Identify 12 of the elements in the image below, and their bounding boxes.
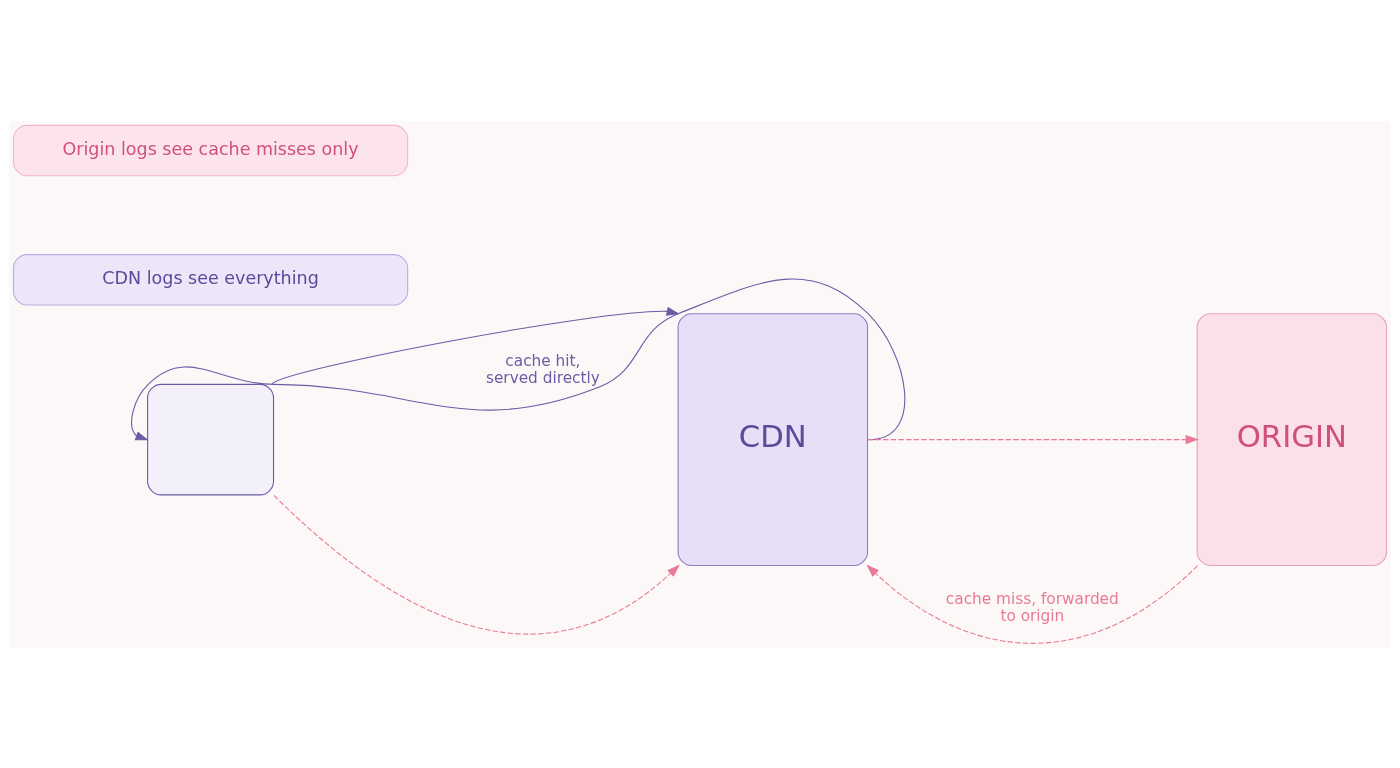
edge-label: cache miss, forwarded to origin [945, 589, 1119, 625]
edge-label: cache hit, served directly [485, 351, 600, 387]
arrow [273, 494, 680, 634]
arrow [131, 278, 906, 440]
node-box: CDN logs see everything [12, 253, 409, 305]
node-box: CDN [677, 312, 869, 566]
node-robot [147, 383, 275, 495]
arrow [866, 563, 1199, 644]
node-box: ORIGIN [1196, 312, 1388, 566]
node-box: Origin logs see cache misses only [12, 124, 409, 176]
arrow [271, 306, 680, 384]
arrow [866, 434, 1199, 444]
